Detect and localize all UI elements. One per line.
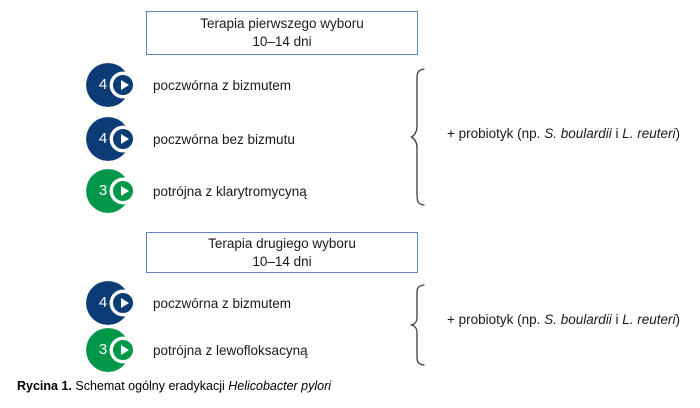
therapy-box-second-line-title: Terapia drugiego wyboru <box>208 235 356 251</box>
probiotic-species-one: S. boulardii <box>544 312 612 327</box>
therapy-box-second-line: Terapia drugiego wyboru 10–14 dni <box>146 232 418 273</box>
regimen-row-first-3: 3 potrójna z klarytromycyną <box>86 169 307 213</box>
therapy-box-first-line: Terapia pierwszego wyboru 10–14 dni <box>146 11 418 55</box>
play-triangle-icon <box>120 134 129 144</box>
regimen-badge: 4 <box>86 117 144 161</box>
drug-count-value: 4 <box>98 293 108 311</box>
drug-count-value: 4 <box>98 129 108 147</box>
therapy-box-first-line-title: Terapia pierwszego wyboru <box>200 16 364 32</box>
regimen-badge: 3 <box>86 328 144 372</box>
drug-count-value: 3 <box>98 181 108 199</box>
regimen-badge: 4 <box>86 281 144 325</box>
probiotic-note-suffix: ) <box>675 312 681 327</box>
figure-caption-species: Helicobacter pylori <box>228 379 332 393</box>
regimen-badge: 3 <box>86 169 144 213</box>
regimen-label: poczwórna bez bizmutu <box>153 131 295 147</box>
brace-second-line <box>410 284 430 366</box>
play-icon <box>111 338 135 362</box>
play-icon <box>111 127 135 151</box>
play-triangle-icon <box>120 186 129 196</box>
probiotic-species-two: L. reuteri <box>622 126 676 141</box>
probiotic-note-second-line: + probiotyk (np. S. boulardii i L. reute… <box>447 312 680 327</box>
therapy-box-first-line-duration: 10–14 dni <box>252 34 312 49</box>
drug-count-value: 3 <box>98 340 108 358</box>
therapy-box-second-line-duration: 10–14 dni <box>252 253 312 269</box>
regimen-badge: 4 <box>86 63 144 107</box>
regimen-row-second-1: 4 poczwórna z bizmutem <box>86 281 291 325</box>
regimen-row-first-2: 4 poczwórna bez bizmutu <box>86 117 295 161</box>
probiotic-note-prefix: + probiotyk (np. <box>447 312 545 327</box>
play-triangle-icon <box>120 298 129 308</box>
regimen-row-second-2: 3 potrójna z lewofloksacyną <box>86 328 308 372</box>
drug-count-value: 4 <box>98 75 108 93</box>
play-triangle-icon <box>120 345 129 355</box>
figure-caption: Rycina 1. Schemat ogólny eradykacji Heli… <box>17 379 331 393</box>
figure-caption-text: Schemat ogólny eradykacji <box>71 379 229 393</box>
play-triangle-icon <box>120 80 129 90</box>
probiotic-note-prefix: + probiotyk (np. <box>447 126 545 141</box>
probiotic-species-one: S. boulardii <box>544 126 612 141</box>
brace-first-line <box>410 68 430 206</box>
play-icon <box>111 179 135 203</box>
probiotic-note-first-line: + probiotyk (np. S. boulardii i L. reute… <box>447 126 680 141</box>
probiotic-note-conjunction: i <box>611 126 623 141</box>
play-icon <box>111 73 135 97</box>
play-icon <box>111 291 135 315</box>
figure-caption-label: Rycina 1. <box>17 379 72 393</box>
regimen-label: poczwórna z bizmutem <box>153 77 292 93</box>
regimen-row-first-1: 4 poczwórna z bizmutem <box>86 63 291 107</box>
probiotic-species-two: L. reuteri <box>622 312 676 327</box>
probiotic-note-conjunction: i <box>611 312 623 327</box>
regimen-label: poczwórna z bizmutem <box>153 295 292 311</box>
probiotic-note-suffix: ) <box>675 126 681 141</box>
regimen-label: potrójna z klarytromycyną <box>153 183 307 199</box>
regimen-label: potrójna z lewofloksacyną <box>153 342 308 358</box>
